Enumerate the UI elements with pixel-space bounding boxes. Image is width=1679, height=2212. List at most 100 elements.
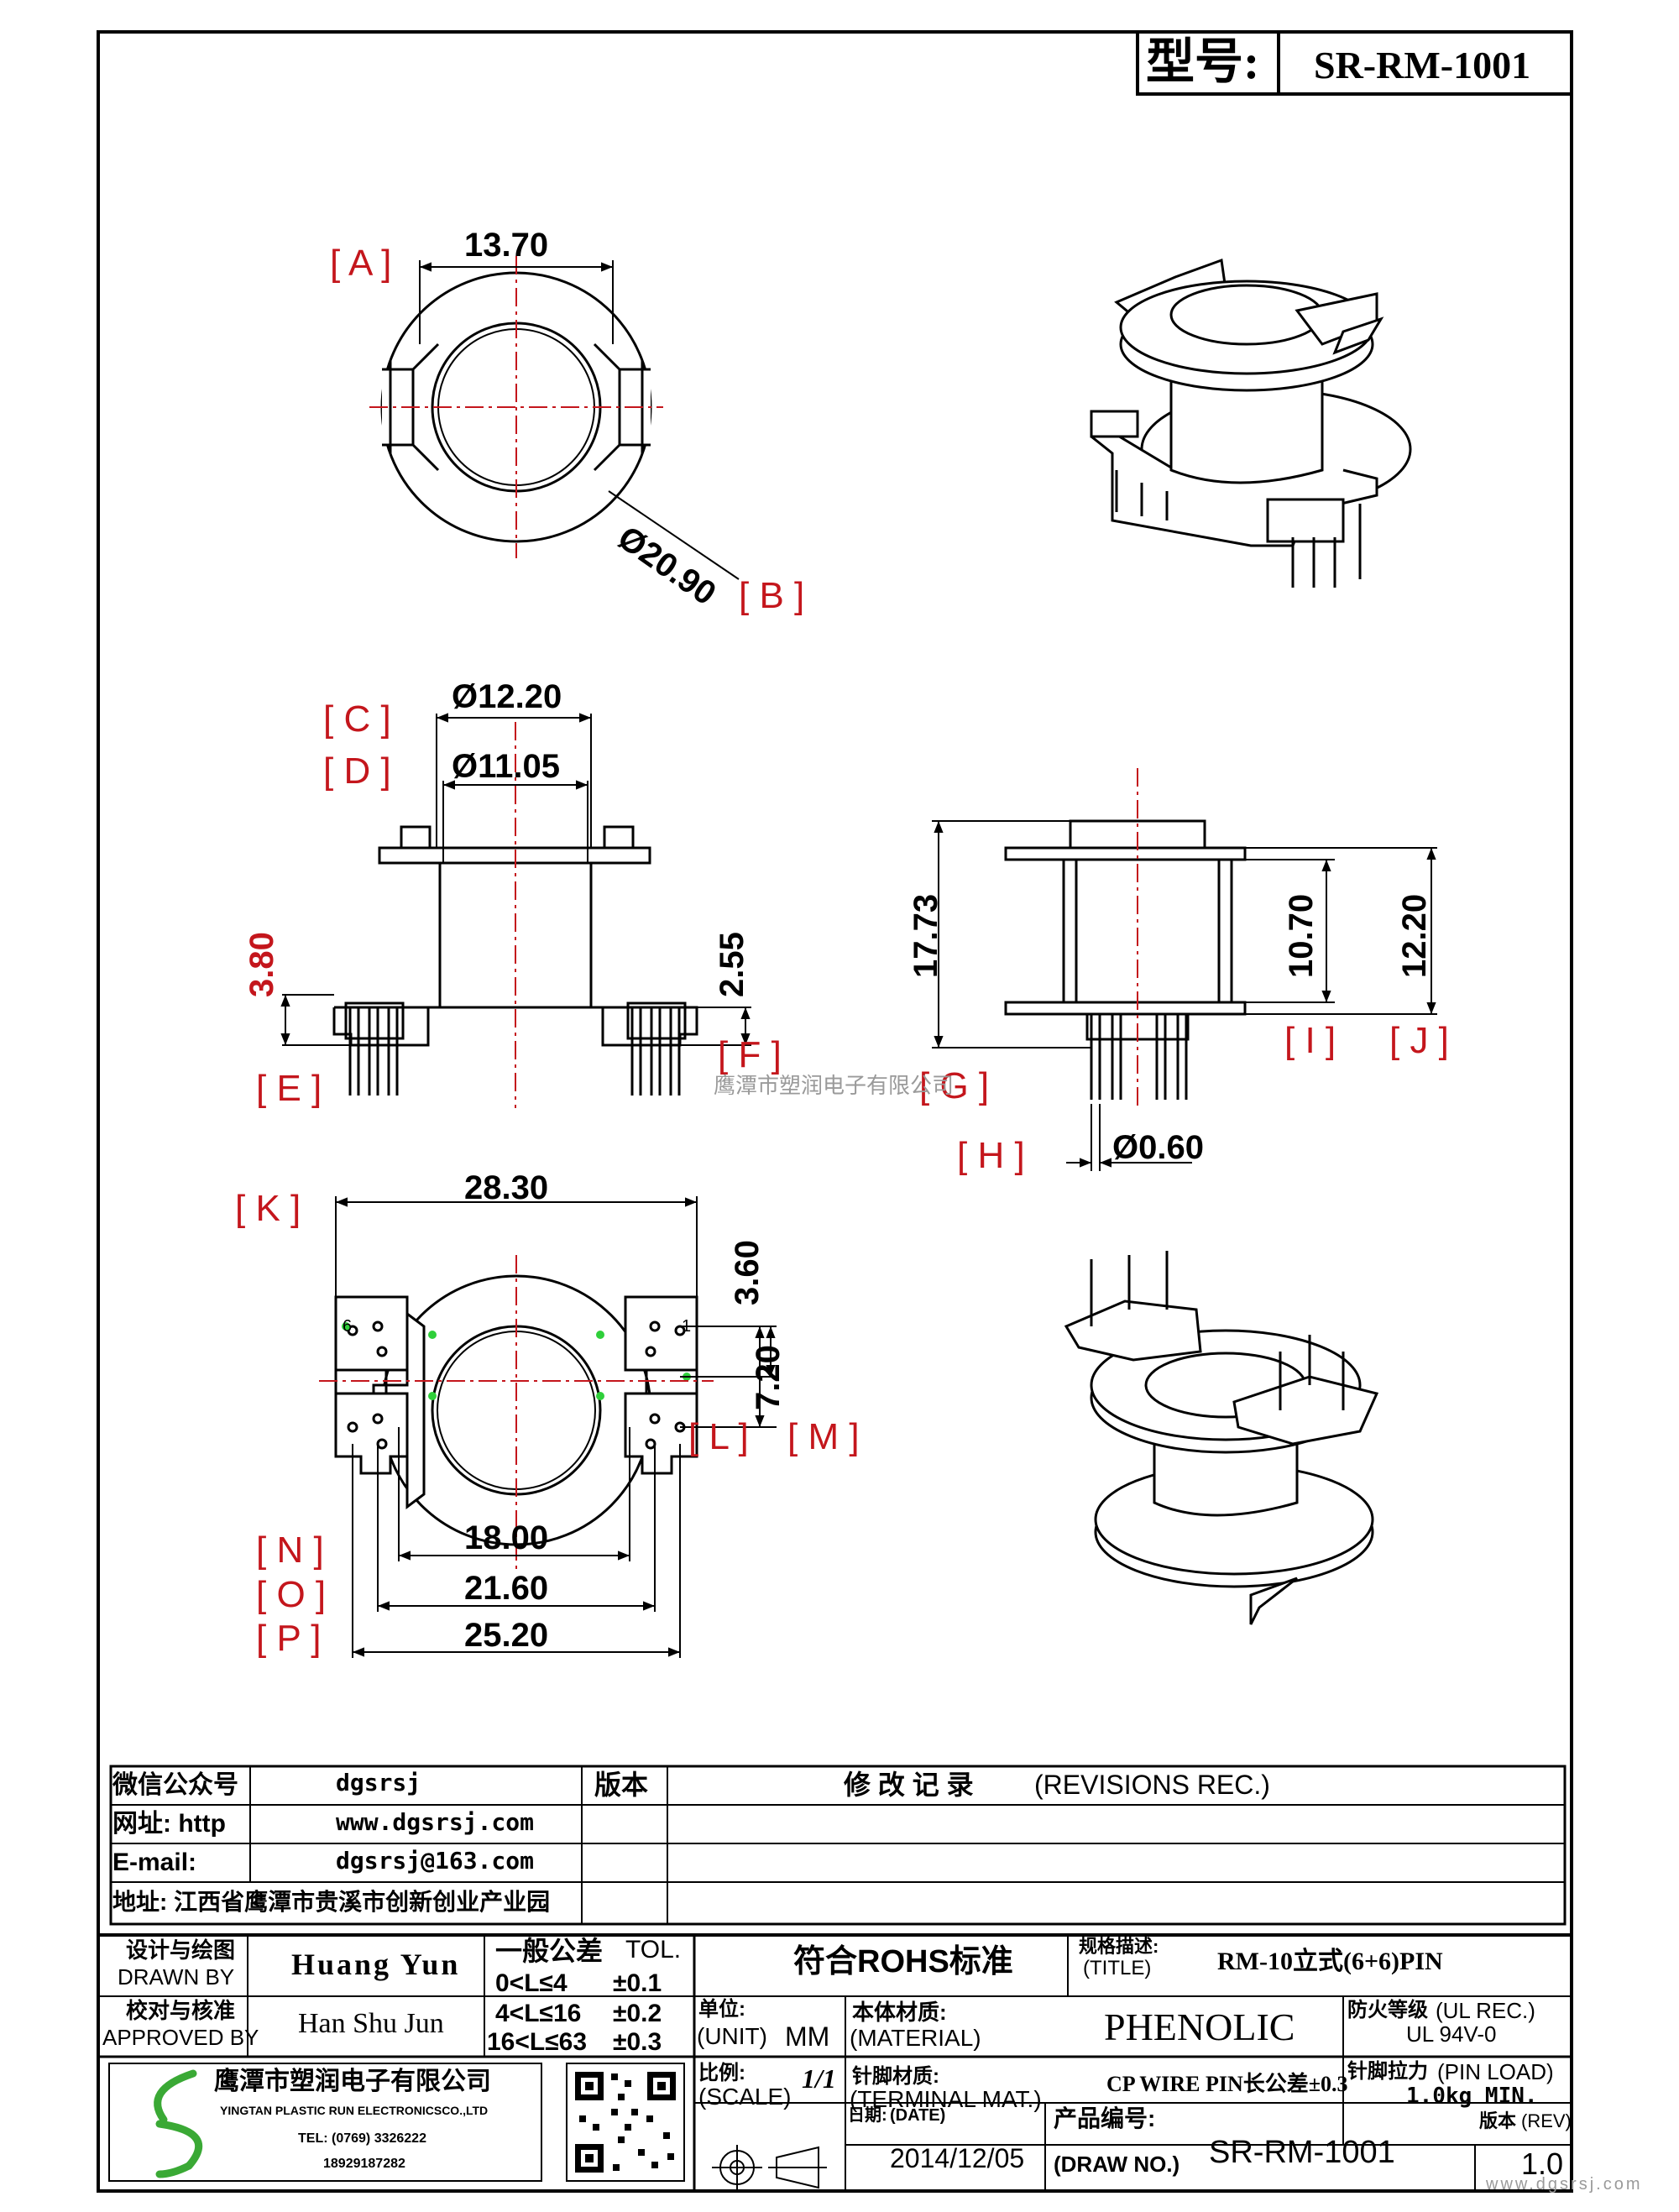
label-p-text: P (276, 1618, 301, 1659)
tol-value-2: ±0.2 (613, 2000, 662, 2027)
tol-value-1: ±0.1 (613, 1969, 662, 1997)
date-en: (DATE) (890, 2106, 946, 2125)
label-e: [ E ] (256, 1068, 322, 1109)
designer-name: Huang Yun (291, 1948, 461, 1981)
title-en: (TITLE) (1083, 1957, 1152, 1979)
pinload-en: (PIN LOAD) (1437, 2059, 1554, 2084)
terminal-en: (TERMINAL MAT.) (850, 2086, 1042, 2112)
drawno-value: SR-RM-1001 (1209, 2135, 1395, 2170)
tol-value-3: ±0.3 (613, 2028, 662, 2056)
label-o-text: O (276, 1574, 306, 1615)
dim-f: 2.55 (714, 932, 751, 997)
label-a: [ A ] (330, 243, 392, 284)
material-cn: 本体材质: (852, 2000, 947, 2025)
unit-en: (UNIT) (697, 2023, 767, 2049)
dim-p: 25.20 (464, 1617, 549, 1654)
bottom-view-dims (335, 1196, 777, 1658)
company-mobile: 18929187282 (323, 2157, 405, 2171)
date-value: 2014/12/05 (890, 2143, 1025, 2173)
tol-range-3: 16<L≤63 (487, 2028, 588, 2056)
label-p: [ P ] (256, 1618, 322, 1659)
rev-en: (REV) (1521, 2110, 1572, 2131)
info-table-grid (109, 1765, 1567, 1926)
label-n: [ N ] (256, 1530, 324, 1571)
label-g: [ G ] (919, 1065, 990, 1106)
label-h-text: H (977, 1135, 1005, 1176)
tol-cn: 一般公差 (495, 1936, 604, 1966)
bottom-view-centerlines (319, 1255, 714, 1570)
tol-range-1: 0<L≤4 (495, 1969, 568, 1997)
label-k-text: K (255, 1188, 280, 1229)
fire-cn: 防火等级 (1347, 1999, 1428, 2021)
label-o: [ O ] (256, 1574, 327, 1615)
unit-value: MM (785, 2021, 830, 2052)
label-l-text: L (709, 1416, 729, 1457)
scale-en: (SCALE) (698, 2084, 792, 2110)
designer-cn: 设计与绘图 (126, 1937, 236, 1963)
label-d: [ D ] (323, 750, 391, 792)
web-value: www.dgsrsj.com (336, 1808, 535, 1836)
rev-value: 1.0 (1521, 2147, 1564, 2181)
projection-symbol-icon (712, 2145, 827, 2189)
title-cn: 规格描述: (1079, 1936, 1159, 1957)
label-l: [ L ] (688, 1416, 749, 1457)
dim-o: 21.60 (464, 1570, 549, 1607)
front-view-dims (280, 713, 751, 1046)
company-logo-icon (154, 2069, 203, 2178)
label-f-text: F (738, 1034, 761, 1075)
company-tel: TEL: (0769) 3326222 (298, 2131, 426, 2146)
address: 地址: 江西省鹰潭市贵溪市创新创业产业园 (112, 1889, 551, 1915)
revisions-cn: 修 改 记 录 (844, 1770, 974, 1800)
pinload-cn: 针脚拉力 (1347, 2060, 1428, 2083)
model-label: 型号: (1146, 34, 1260, 89)
rev-label: 版本 (594, 1770, 649, 1800)
pin-6-mark: 6 (343, 1317, 353, 1336)
wechat-label: 微信公众号 (112, 1771, 238, 1799)
dim-j: 12.20 (1396, 893, 1433, 978)
material-en: (MATERIAL) (850, 2025, 981, 2051)
header-box (1136, 30, 1573, 96)
tol-en: TOL. (625, 1936, 682, 1964)
email-label: E-mail: (112, 1849, 197, 1876)
qr-code-icon (575, 2072, 676, 2173)
model-number: SR-RM-1001 (1314, 44, 1531, 86)
web-label: 网址: http (112, 1810, 226, 1838)
fire-value: UL 94V-0 (1406, 2021, 1497, 2047)
label-j: [ J ] (1389, 1020, 1449, 1061)
label-e-text: E (276, 1068, 301, 1109)
dim-d: Ø11.05 (452, 748, 561, 785)
scale-value: 1/1 (802, 2063, 836, 2094)
isometric-view-top (1090, 258, 1412, 588)
pin-1-mark: 1 (682, 1317, 692, 1336)
dim-k: 28.30 (464, 1169, 549, 1206)
material-value: PHENOLIC (1104, 2005, 1295, 2048)
title-value: RM-10立式(6+6)PIN (1217, 1948, 1443, 1975)
rohs-note: 符合ROHS标准 (793, 1944, 1013, 1979)
top-view-dims (419, 260, 740, 580)
unit-cn: 单位: (698, 1998, 745, 2021)
rev-cn: 版本 (1479, 2110, 1517, 2131)
label-c: [ C ] (323, 698, 391, 740)
pinload-value: 1.0kg MIN. (1406, 2084, 1538, 2109)
designer-en: DRAWN BY (118, 1964, 235, 1990)
label-d-text: D (343, 750, 371, 792)
checker-en: APPROVED BY (102, 2025, 259, 2050)
top-view-centerlines (369, 256, 663, 558)
label-k: [ K ] (235, 1188, 301, 1229)
label-m-text: M (808, 1416, 840, 1457)
label-f: [ F ] (718, 1034, 782, 1075)
label-a-text: A (348, 243, 371, 284)
label-g-text: G (939, 1065, 969, 1106)
label-m: [ M ] (787, 1416, 860, 1457)
label-c-text: C (343, 698, 371, 740)
side-view-dims (932, 820, 1437, 1171)
dim-a: 13.70 (464, 227, 549, 264)
email-value: dgsrsj@163.com (336, 1847, 535, 1875)
dim-i: 10.70 (1283, 893, 1320, 978)
checker-name: Han Shu Jun (298, 2008, 444, 2039)
label-n-text: N (276, 1530, 304, 1571)
label-h: [ H ] (957, 1135, 1025, 1176)
drawno-en: (DRAW NO.) (1054, 2152, 1180, 2177)
title-block-grid (97, 1933, 1573, 2193)
tol-range-2: 4<L≤16 (495, 2000, 582, 2027)
